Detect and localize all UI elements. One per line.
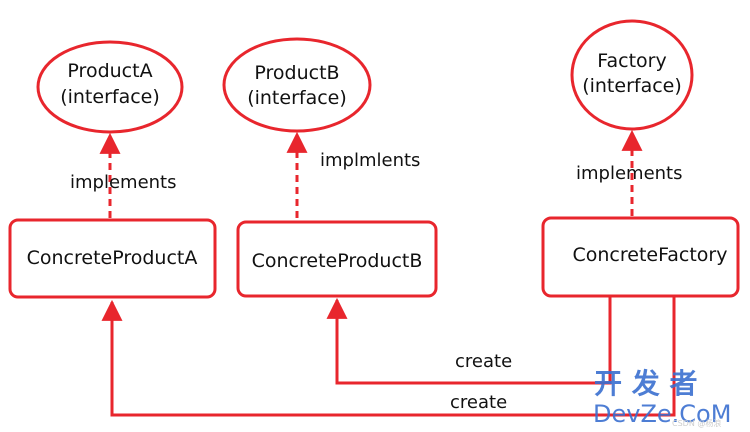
watermark-en: DevZe.CoM bbox=[593, 400, 731, 428]
product-a-interface-tag: (interface) bbox=[60, 86, 160, 108]
create-b-arrow bbox=[326, 296, 612, 385]
implements-b-label: implmlents bbox=[320, 150, 420, 171]
product-a-interface-ellipse bbox=[36, 40, 184, 134]
factory-interface-ellipse bbox=[570, 19, 694, 131]
concrete-factory-box bbox=[541, 216, 740, 298]
concrete-factory-label: ConcreteFactory bbox=[572, 244, 727, 266]
concrete-product-a-label: ConcreteProductA bbox=[27, 247, 198, 269]
factory-interface-tag: (interface) bbox=[582, 75, 682, 97]
create-a-label: create bbox=[450, 392, 507, 413]
product-b-interface-tag: (interface) bbox=[247, 87, 347, 109]
product-b-interface-name: ProductB bbox=[254, 62, 339, 84]
create-b-label: create bbox=[455, 351, 512, 372]
product-a-interface-name: ProductA bbox=[67, 60, 152, 82]
product-b-interface-ellipse bbox=[222, 37, 372, 133]
concrete-product-a-box bbox=[8, 218, 217, 299]
implements-a-label: implements bbox=[70, 172, 177, 193]
watermark-small: CSDN @杨浪 bbox=[672, 418, 721, 428]
factory-interface-name: Factory bbox=[597, 50, 666, 72]
concrete-product-b-box bbox=[236, 220, 438, 298]
watermark: 开 发 者 DevZe.CoM CSDN @杨浪 bbox=[593, 367, 731, 428]
concrete-product-b-label: ConcreteProductB bbox=[252, 250, 423, 272]
create-a-arrow bbox=[101, 296, 676, 417]
implements-factory-label: implements bbox=[576, 163, 683, 184]
watermark-cn: 开 发 者 bbox=[594, 367, 698, 400]
